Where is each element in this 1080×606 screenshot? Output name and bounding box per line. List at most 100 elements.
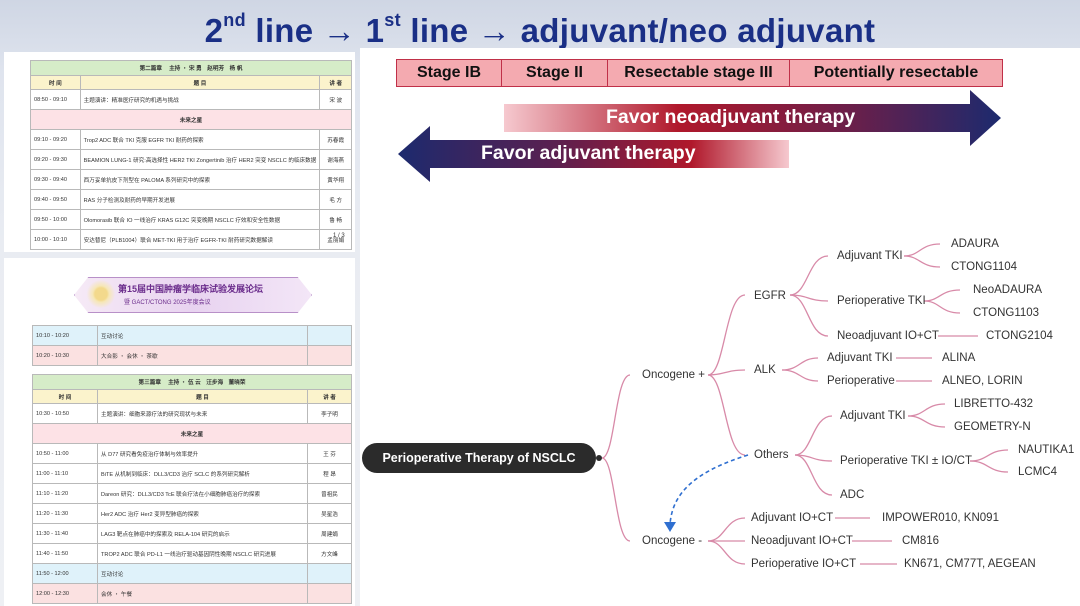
stage-ii: Stage II bbox=[502, 60, 608, 86]
neg-perioperative-trials: KN671, CM77T, AEGEAN bbox=[904, 558, 1036, 570]
trial-ctong1103: CTONG1103 bbox=[973, 307, 1040, 319]
row-time: 10:10 - 10:20 bbox=[32, 325, 98, 346]
tree-panel bbox=[360, 230, 1080, 606]
trial-nautika1: NAUTIKA1 bbox=[1018, 444, 1075, 456]
row-speaker: 谢海燕 bbox=[319, 149, 352, 170]
row-speaker: 程 昂 bbox=[307, 463, 352, 484]
oncogene-positive: Oncogene + bbox=[642, 369, 705, 381]
neg-neoadjuvant-io: Neoadjuvant IO+CT bbox=[751, 535, 853, 547]
col-speaker-2: 讲 者 bbox=[307, 389, 352, 404]
row-topic: Her2 ADC 治疗 Her2 变异型肺癌的探索 bbox=[97, 503, 308, 524]
egfr-perioperative-tki: Perioperative TKI bbox=[837, 295, 926, 307]
row-time: 09:50 - 10:00 bbox=[30, 209, 81, 230]
trial-alina: ALINA bbox=[942, 352, 976, 364]
future-star-header: 未来之星 bbox=[30, 109, 352, 130]
row-speaker: 宋 波 bbox=[319, 89, 352, 110]
row-speaker: 李子明 bbox=[307, 403, 352, 424]
row-speaker: 曾祖民 bbox=[307, 483, 352, 504]
neg-adjuvant-io: Adjuvant IO+CT bbox=[751, 512, 834, 524]
row-time: 11:10 - 11:20 bbox=[32, 483, 98, 504]
row-speaker: 黄华翔 bbox=[319, 169, 352, 190]
row-topic: 西万妥单抗皮下剂型在 PALOMA 系列研究中的探索 bbox=[79, 169, 321, 190]
slide-title: 2nd line → 1st line → adjuvant/neo adjuv… bbox=[204, 10, 876, 49]
row-topic: LAG3 靶点在肺癌中的探索及 RELA-104 研究的启示 bbox=[97, 523, 308, 544]
row-topic: BEAMION LUNG-1 研究:高选择性 HER2 TKI Zongerti… bbox=[79, 149, 321, 170]
row-time: 11:00 - 11:10 bbox=[32, 463, 98, 484]
others-adjuvant-tki: Adjuvant TKI bbox=[840, 410, 906, 422]
others-node: Others bbox=[754, 449, 789, 461]
egfr-adjuvant-tki: Adjuvant TKI bbox=[837, 250, 903, 262]
row-speaker bbox=[307, 325, 352, 346]
row-time: 10:20 - 10:30 bbox=[32, 345, 98, 366]
trial-libretto: LIBRETTO-432 bbox=[954, 398, 1034, 410]
row-speaker: 鲁 畅 bbox=[319, 209, 352, 230]
root-node: Perioperative Therapy of NSCLC bbox=[362, 443, 596, 473]
row-time: 11:40 - 11:50 bbox=[32, 543, 98, 564]
banner-subtitle: 暨 GACT/CTONG 2025年度会议 bbox=[124, 300, 211, 306]
row-speaker: 周建娟 bbox=[307, 523, 352, 544]
trial-geometry: GEOMETRY-N bbox=[954, 421, 1031, 433]
row-time: 12:00 - 12:30 bbox=[32, 583, 98, 604]
row-topic: 会休 ・ 午餐 bbox=[97, 583, 308, 604]
stage-potential: Potentially resectable bbox=[813, 64, 979, 81]
others-adc: ADC bbox=[840, 489, 865, 501]
stage-bar: Stage IB Stage II Resectable stage III P… bbox=[396, 59, 1003, 87]
row-time: 10:00 - 10:10 bbox=[30, 229, 81, 250]
row-time: 11:50 - 12:00 bbox=[32, 563, 98, 584]
agenda-page-1: 第二篇章 主持 ・ 宋 勇 赵明芳 杨 帆 时 间 题 目 讲 者 08:50 … bbox=[4, 52, 355, 252]
row-time: 09:30 - 09:40 bbox=[30, 169, 81, 190]
row-speaker bbox=[307, 583, 352, 604]
row-topic: 安达替尼（PLB1004）联合 MET-TKI 用于治疗 EGFR-TKI 耐药… bbox=[79, 229, 321, 250]
row-topic: 主题演讲：精准医疗研究的机遇与挑战 bbox=[79, 89, 321, 110]
col-time-2: 时 间 bbox=[32, 389, 98, 404]
col-time: 时 间 bbox=[30, 75, 81, 90]
row-topic: 互动讨论 bbox=[97, 325, 308, 346]
trial-neoadaura: NeoADAURA bbox=[973, 284, 1043, 296]
session-header: 第二篇章 主持 ・ 宋 勇 赵明芳 杨 帆 bbox=[30, 60, 352, 76]
row-topic: BiTE 从机制到临床：DLL3/CD3 治疗 SCLC 的系列研究解析 bbox=[97, 463, 308, 484]
row-time: 08:50 - 09:10 bbox=[30, 89, 81, 110]
row-time: 10:50 - 11:00 bbox=[32, 443, 98, 464]
future-star-header: 未来之星 bbox=[32, 423, 352, 444]
row-speaker: 吴星浩 bbox=[307, 503, 352, 524]
row-speaker: 孟丽娟 bbox=[319, 229, 352, 250]
col-topic: 题 目 bbox=[79, 75, 321, 90]
row-speaker: 苏春霞 bbox=[319, 129, 352, 150]
row-topic: Trop2 ADC 联合 TKI 克服 EGFR TKI 耐药的探索 bbox=[79, 129, 321, 150]
alk-node: ALK bbox=[754, 364, 776, 376]
row-topic: 主题演讲：细胞来源疗法的研究现状与未来 bbox=[97, 403, 308, 424]
banner-title: 第15届中国肿瘤学临床试验发展论坛 bbox=[118, 284, 264, 294]
egfr-neoadjuvant-io: Neoadjuvant IO+CT bbox=[837, 330, 939, 342]
row-time: 11:30 - 11:40 bbox=[32, 523, 98, 544]
trial-lcmc4: LCMC4 bbox=[1018, 466, 1057, 478]
trial-ctong1104: CTONG1104 bbox=[951, 261, 1018, 273]
adjuvant-label: Favor adjuvant therapy bbox=[481, 142, 696, 164]
row-time: 09:20 - 09:30 bbox=[30, 149, 81, 170]
others-perioperative-tki: Perioperative TKI ± IO/CT bbox=[840, 455, 973, 467]
agenda-row: 未来之星 bbox=[30, 109, 352, 130]
agenda-row: 未来之星 bbox=[32, 423, 352, 444]
col-topic-2: 题 目 bbox=[97, 389, 308, 404]
row-topic: 从 D77 研究看免疫治疗体制与效率提升 bbox=[97, 443, 308, 464]
alk-perioperative: Perioperative bbox=[827, 375, 895, 387]
row-time: 10:30 - 10:50 bbox=[32, 403, 98, 424]
row-topic: RAS 分子检测及耐药的早期开发进展 bbox=[79, 189, 321, 210]
trial-cm816: CM816 bbox=[902, 535, 940, 547]
row-topic: Olomorasib 联合 IO 一线治疗 KRAS G12C 突变晚期 NSC… bbox=[79, 209, 321, 230]
trial-ctong2104: CTONG2104 bbox=[986, 330, 1053, 342]
oncogene-negative: Oncogene - bbox=[642, 535, 703, 547]
